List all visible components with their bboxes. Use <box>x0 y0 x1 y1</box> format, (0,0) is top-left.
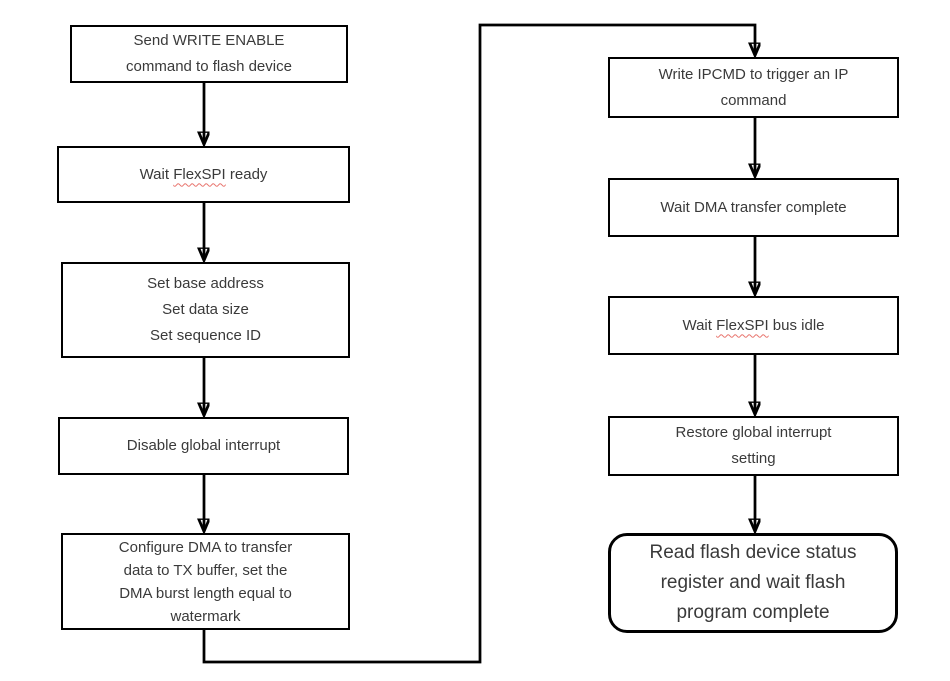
node-text-line: Wait FlexSPI ready <box>140 162 268 188</box>
node-text-line: Read flash device status <box>649 542 857 563</box>
node-text-line: Restore global interrupt <box>675 424 832 441</box>
node-text-line: register and wait flash <box>660 572 846 593</box>
node-text-line: Set data size <box>162 301 249 318</box>
node-text-line: data to TX buffer, set the <box>123 561 288 579</box>
node-text-line: Set sequence ID <box>150 327 261 344</box>
node-text-line: Wait FlexSPI bus idle <box>682 313 824 339</box>
node-disable-global-interrupt: Disable global interrupt <box>58 417 349 475</box>
node-set-parameters: Set base address Set data size Set seque… <box>61 262 350 358</box>
node-configure-dma: Configure DMA to transfer data to TX buf… <box>61 533 350 630</box>
node-text-line: Write IPCMD to trigger an IP <box>658 65 849 83</box>
node-text-line: Configure DMA to transfer <box>118 538 293 556</box>
node-wait-dma-complete: Wait DMA transfer complete <box>608 178 899 237</box>
node-text-line: Wait DMA transfer complete <box>660 198 847 216</box>
node-text-line: DMA burst length equal to <box>119 584 292 602</box>
node-text-line: program complete <box>676 602 830 623</box>
node-text-line: Disable global interrupt <box>126 437 281 454</box>
node-send-write-enable: Send WRITE ENABLE command to flash devic… <box>70 25 348 83</box>
node-write-ipcmd: Write IPCMD to trigger an IP command <box>608 57 899 118</box>
spellcheck-word: FlexSPI <box>173 165 226 183</box>
node-text-prefix: Wait <box>139 165 174 183</box>
node-wait-flexspi-bus-idle: Wait FlexSPI bus idle <box>608 296 899 355</box>
node-text-line: setting <box>731 450 776 467</box>
node-text-suffix: ready <box>225 165 268 183</box>
node-text-line: watermark <box>170 607 241 625</box>
connector-configure-dma-to-write-ipcmd <box>202 23 755 664</box>
node-restore-global-interrupt: Restore global interrupt setting <box>608 416 899 476</box>
node-read-flash-status-terminator: Read flash device status register and wa… <box>608 533 898 633</box>
node-text-line: Set base address <box>147 275 264 292</box>
node-text-suffix: bus idle <box>768 316 825 334</box>
node-text-line: command <box>720 91 787 109</box>
node-text-prefix: Wait <box>682 316 717 334</box>
node-text-line: Send WRITE ENABLE <box>133 32 285 49</box>
spellcheck-word: FlexSPI <box>716 316 769 334</box>
node-text-line: command to flash device <box>126 58 292 75</box>
node-wait-flexspi-ready: Wait FlexSPI ready <box>57 146 350 203</box>
